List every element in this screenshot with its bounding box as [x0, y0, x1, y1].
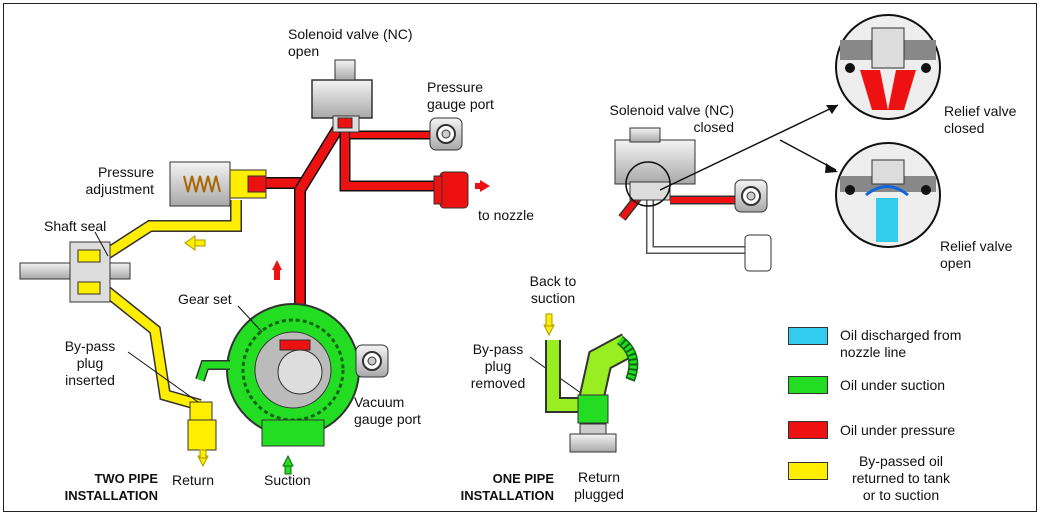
- shaft-seal-label: Shaft seal: [44, 218, 107, 234]
- solenoid-closed-label: Solenoid valve (NC): [609, 102, 735, 118]
- relief-valve-open-icon: [835, 142, 941, 248]
- one-pipe-label: ONE PIPE: [492, 471, 554, 486]
- suction-label: Suction: [264, 472, 311, 488]
- relief-closed-label: Relief valve: [944, 103, 1017, 119]
- bypass-inserted-label-2: plug: [76, 355, 104, 371]
- bypass-inserted-label-3: inserted: [65, 372, 115, 388]
- return-plugged-label-2: plugged: [574, 486, 624, 502]
- shaft-seal-icon: [19, 241, 131, 303]
- pressure-gauge-label-2: gauge port: [427, 96, 494, 112]
- relief-closed-label-2: closed: [944, 120, 985, 136]
- legend-swatch-bypass: [788, 462, 828, 480]
- pressure-adjustment-icon: [169, 161, 267, 207]
- solenoid-valve-closed: [614, 104, 839, 272]
- solenoid-closed-state: closed: [693, 119, 734, 135]
- relief-open-label: Relief valve: [940, 238, 1013, 254]
- bypass-lines: [101, 200, 242, 468]
- vacuum-gauge-port-icon: [355, 344, 389, 378]
- legend-swatch-discharge: [788, 327, 828, 345]
- solenoid-open-state: open: [288, 43, 320, 59]
- bypass-removed-label-2: plug: [484, 358, 512, 374]
- return-plugged-label: Return: [577, 469, 621, 485]
- return-label: Return: [172, 472, 215, 488]
- back-to-suction-label-2: suction: [530, 290, 576, 306]
- pressure-adjustment-label: Pressure: [97, 164, 154, 180]
- gear-set-label: Gear set: [178, 291, 232, 307]
- relief-open-label-2: open: [940, 255, 972, 271]
- nozzle-outlet-icon: [433, 171, 469, 209]
- legend-swatch-pressure: [788, 421, 828, 439]
- legend-label-discharge-2: nozzle line: [840, 344, 907, 360]
- bypass-removed-label: By-pass: [472, 341, 524, 357]
- pressure-lines: [264, 121, 490, 310]
- relief-valve-closed-icon: [835, 14, 941, 120]
- one-pipe-assembly: [543, 313, 639, 453]
- legend-label-bypass-2: returned to tank: [851, 470, 951, 486]
- bypass-inserted-label: By-pass: [64, 338, 116, 354]
- back-to-suction-label: Back to: [529, 273, 577, 289]
- vacuum-gauge-label-2: gauge port: [354, 411, 421, 427]
- legend-label-discharge: Oil discharged from: [840, 327, 962, 343]
- legend-label-bypass: By-passed oil: [858, 453, 944, 469]
- legend-label-pressure: Oil under pressure: [840, 422, 956, 438]
- solenoid-open-label: Solenoid valve (NC): [288, 26, 413, 42]
- legend-swatch-suction: [788, 376, 828, 394]
- bypass-removed-label-3: removed: [470, 375, 526, 391]
- two-pipe-label: TWO PIPE: [94, 471, 158, 486]
- pressure-gauge-port-icon: [429, 117, 463, 151]
- gear-set-icon: [195, 303, 360, 475]
- one-pipe-label-2: INSTALLATION: [460, 488, 554, 503]
- two-pipe-label-2: INSTALLATION: [64, 488, 158, 503]
- pressure-adjustment-label-2: adjustment: [85, 181, 154, 197]
- legend-label-suction: Oil under suction: [840, 377, 946, 393]
- vacuum-gauge-label: Vacuum: [354, 394, 405, 410]
- legend-label-bypass-3: or to suction: [862, 487, 940, 503]
- pressure-gauge-label: Pressure: [427, 79, 484, 95]
- to-nozzle-label: to nozzle: [478, 207, 535, 223]
- solenoid-valve-open: [311, 59, 373, 133]
- diagram-frame: [3, 3, 1037, 512]
